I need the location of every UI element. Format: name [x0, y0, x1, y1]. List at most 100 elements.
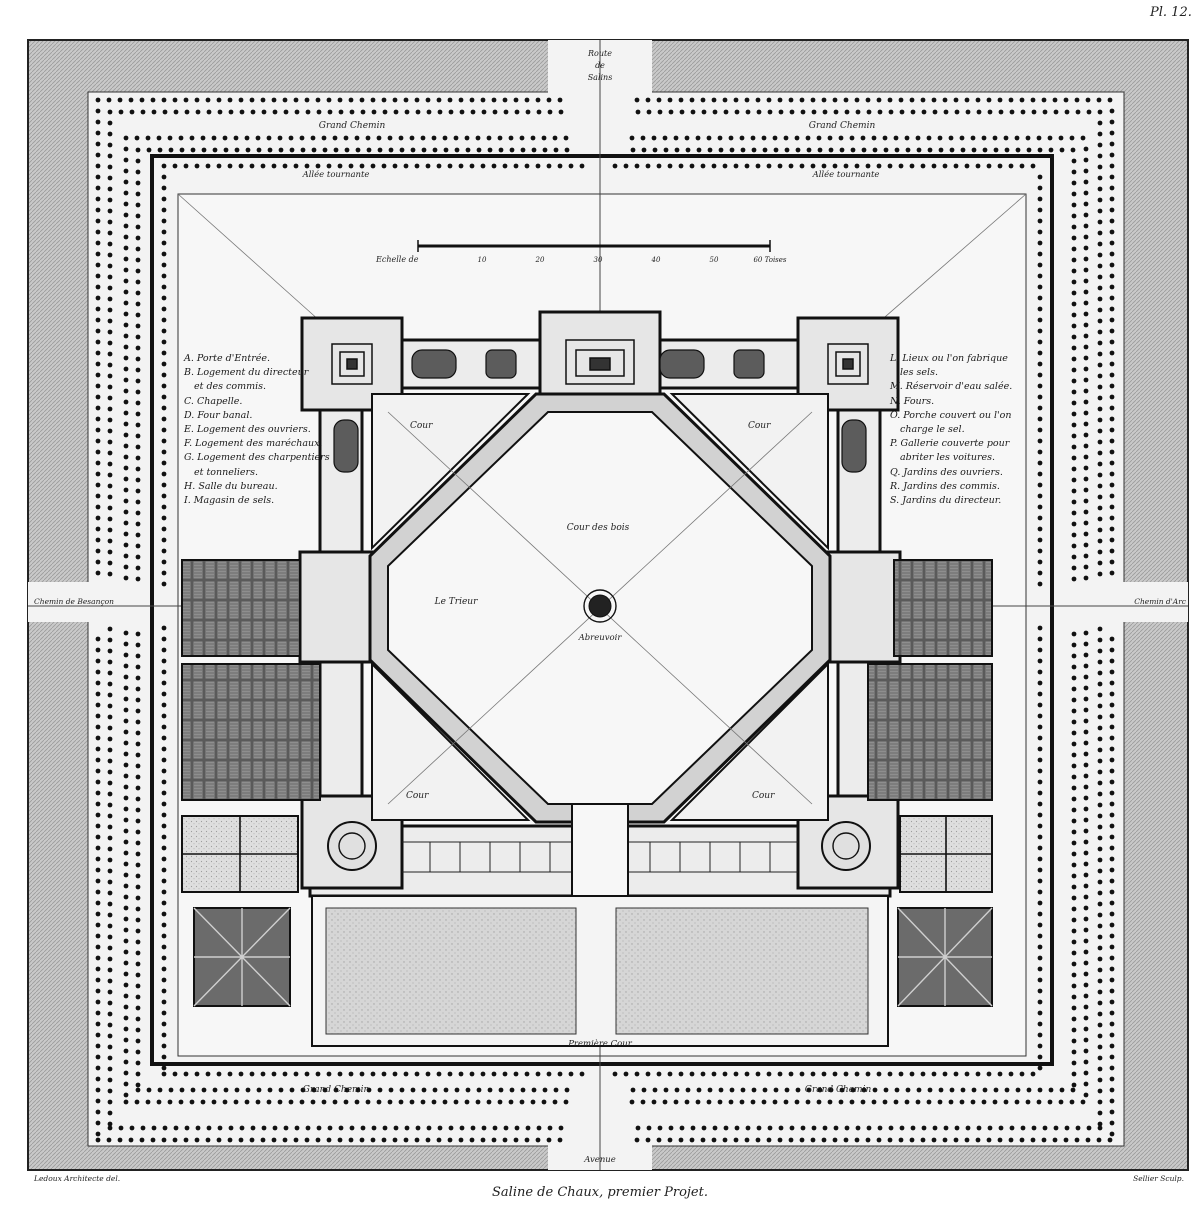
tree	[1109, 1054, 1115, 1060]
tree	[525, 1125, 531, 1131]
tree	[1109, 284, 1115, 290]
tree	[1109, 647, 1115, 653]
tree	[971, 1087, 977, 1093]
tree	[987, 1125, 993, 1131]
tree	[123, 476, 129, 482]
tree	[1071, 554, 1077, 560]
tree	[271, 97, 277, 103]
tree	[1037, 812, 1043, 818]
tree	[227, 163, 233, 169]
tree	[684, 135, 690, 141]
tree	[1037, 1010, 1043, 1016]
tree	[217, 109, 223, 115]
tree	[107, 670, 113, 676]
tree	[887, 1071, 893, 1077]
tree	[107, 835, 113, 841]
tree	[1109, 526, 1115, 532]
tree	[498, 147, 504, 153]
tree	[535, 163, 541, 169]
tree	[107, 956, 113, 962]
tree	[123, 322, 129, 328]
tree	[986, 163, 992, 169]
tree	[1037, 262, 1043, 268]
tree	[234, 1087, 240, 1093]
tree	[161, 394, 167, 400]
tree	[107, 989, 113, 995]
tree	[810, 1137, 816, 1143]
tree	[107, 472, 113, 478]
tree	[161, 361, 167, 367]
tree	[1083, 773, 1089, 779]
tree	[432, 1087, 438, 1093]
tree	[216, 1137, 222, 1143]
tree	[453, 135, 459, 141]
tree	[426, 1125, 432, 1131]
tree	[321, 1099, 327, 1105]
tree	[135, 180, 141, 186]
tree	[1071, 422, 1077, 428]
tree	[717, 1099, 723, 1105]
tree	[1109, 702, 1115, 708]
tree	[1109, 878, 1115, 884]
tree	[1097, 516, 1103, 522]
legend-right-item: L. Lieux ou l'on fabrique	[890, 353, 1008, 364]
tree	[542, 1087, 548, 1093]
tree	[205, 1071, 211, 1077]
tree	[673, 135, 679, 141]
tree	[553, 147, 559, 153]
tree	[135, 367, 141, 373]
tree	[107, 208, 113, 214]
tree	[355, 1087, 361, 1093]
tree	[150, 97, 156, 103]
tree	[756, 1125, 762, 1131]
legend-right-item: les sels.	[900, 367, 938, 379]
tree	[491, 1071, 497, 1077]
tree	[161, 823, 167, 829]
tree	[95, 768, 101, 774]
tree	[1083, 751, 1089, 757]
tree	[789, 109, 795, 115]
tree	[1097, 901, 1103, 907]
tree	[997, 1137, 1003, 1143]
tree	[1071, 928, 1077, 934]
tree	[854, 163, 860, 169]
tree	[123, 465, 129, 471]
tree	[1071, 202, 1077, 208]
tree	[1083, 740, 1089, 746]
tree	[498, 1087, 504, 1093]
tree	[135, 499, 141, 505]
tree	[135, 928, 141, 934]
tree	[321, 135, 327, 141]
tree	[860, 1099, 866, 1105]
tree	[1097, 1000, 1103, 1006]
tree	[1097, 659, 1103, 665]
tree	[464, 135, 470, 141]
tree	[981, 1099, 987, 1105]
tree	[107, 714, 113, 720]
tree	[1071, 664, 1077, 670]
tree	[95, 482, 101, 488]
tree	[546, 97, 552, 103]
tree	[190, 1087, 196, 1093]
tree	[751, 1087, 757, 1093]
tree	[1083, 410, 1089, 416]
tree	[349, 1125, 355, 1131]
tree	[95, 537, 101, 543]
tree	[123, 157, 129, 163]
tree	[964, 97, 970, 103]
tree	[729, 147, 735, 153]
tree	[904, 1099, 910, 1105]
tree	[123, 564, 129, 570]
tree	[123, 707, 129, 713]
tree	[161, 438, 167, 444]
tree	[734, 1125, 740, 1131]
tree	[1071, 257, 1077, 263]
tree	[777, 163, 783, 169]
tree	[107, 890, 113, 896]
tree	[458, 1071, 464, 1077]
tree	[189, 135, 195, 141]
tree	[1037, 405, 1043, 411]
tree	[1071, 741, 1077, 747]
tree	[305, 1125, 311, 1131]
